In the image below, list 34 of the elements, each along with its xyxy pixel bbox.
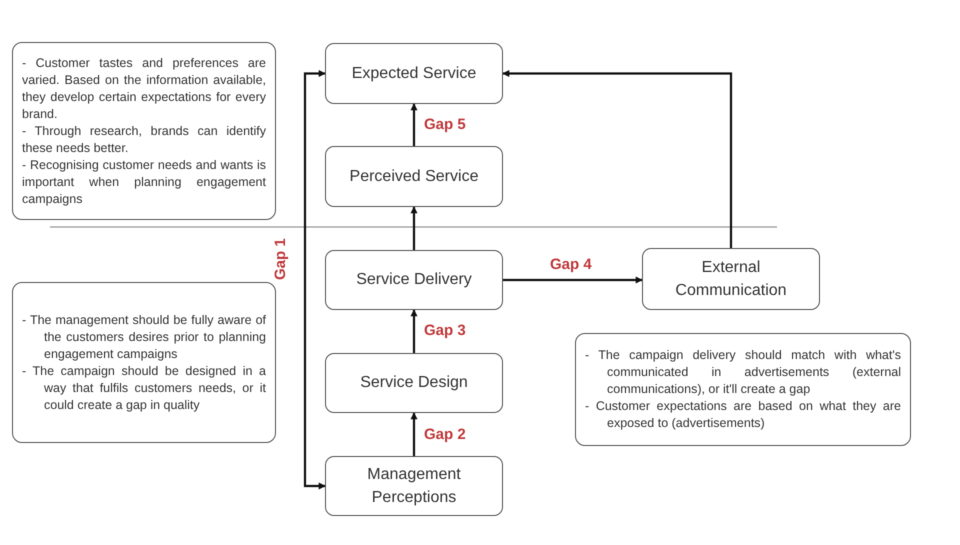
edge-label: Gap 2 (422, 426, 468, 443)
arrow (410, 309, 418, 353)
process-box (325, 146, 503, 207)
process-box (325, 43, 503, 104)
arrow (304, 70, 326, 490)
note-box (12, 42, 276, 220)
node-label: Perceived Service (348, 166, 480, 187)
node-label: Expected Service (350, 64, 478, 84)
note-box (12, 282, 276, 443)
note-box (575, 333, 911, 446)
edge-label: Gap 1 (272, 236, 289, 282)
note-text: - The campaign delivery should match with what's communicated in advertisements (external communications), or it'll create a gap (585, 347, 901, 398)
edge-label: Gap 3 (422, 322, 468, 339)
note-text: - The campaign should be designed in a way that fulfils customers needs, or it could create a gap in quality (22, 362, 266, 414)
edge-label: Gap 5 (422, 116, 468, 133)
note-text: - Customer expectations are based on what they are exposed to (advertisements) (585, 398, 901, 432)
node-label: Service Delivery (355, 270, 473, 290)
arrow (503, 276, 643, 284)
note-text: - Through research, brands can identify these needs better. (22, 122, 266, 156)
arrow (410, 103, 418, 146)
arrow (410, 412, 418, 456)
node-label: Service Design (359, 373, 469, 394)
arrow (502, 70, 732, 248)
node-label: External Communication (674, 258, 788, 301)
note-text: - Customer tastes and preferences are varied. Based on the information available, they develop certain expectations for every brand. (22, 54, 266, 122)
process-box (325, 456, 503, 516)
arrow (410, 206, 418, 250)
note-text: - The management should be fully aware of the customers desires prior to planning engagement campaigns (22, 312, 266, 362)
process-box (642, 248, 820, 310)
edge-label: Gap 4 (548, 256, 594, 273)
process-box (325, 353, 503, 413)
note-text: - Recognising customer needs and wants is important when planning engagement campaigns (22, 156, 266, 208)
process-box (325, 250, 503, 310)
node-label: Management Perceptions (366, 464, 462, 508)
